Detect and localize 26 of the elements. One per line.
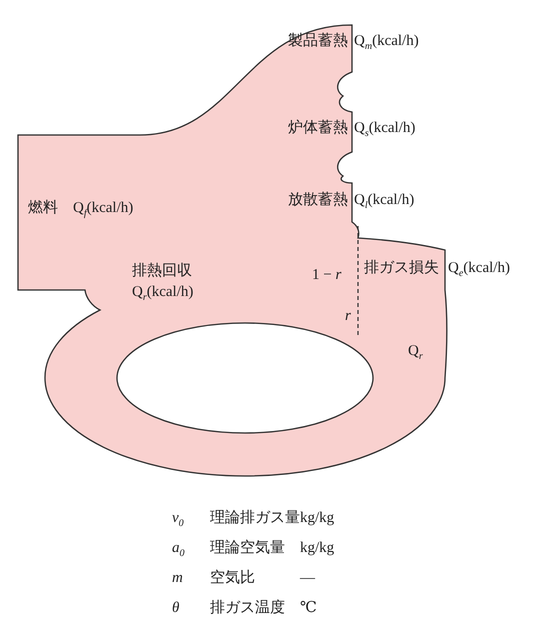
term-label: 排ガス温度: [210, 600, 285, 616]
quantity-label: Q$_{l}$(kcal/h): [354, 192, 414, 211]
quantity-label: Q$_{s}$(kcal/h): [354, 120, 416, 139]
quantity-label: Q$_{m}$(kcal/h): [354, 33, 419, 52]
flow-label: 燃料 Q$_{f}$(kcal/h): [28, 200, 134, 219]
quantity-label: Q$_{r}$(kcal/h): [132, 284, 194, 303]
flow-label: 製品蓄熱: [288, 33, 348, 50]
unit-label: kg/kg: [300, 540, 334, 556]
symbol-label: a$_{0}$: [172, 540, 184, 559]
symbol-label: v$_{0}$: [172, 510, 184, 529]
unit-label: ℃: [300, 600, 317, 616]
flow-label: 放散蓄熱: [288, 192, 348, 208]
ratio-label: 1 − r: [312, 267, 342, 284]
term-label: 空気比: [210, 570, 255, 586]
symbol-label: m: [172, 570, 183, 586]
symbol-label: θ: [172, 600, 180, 616]
unit-label: —: [300, 570, 315, 586]
flow-label: 炉体蓄熱: [288, 120, 348, 136]
term-label: 理論排ガス量: [210, 510, 300, 526]
term-label: 理論空気量: [210, 540, 285, 556]
unit-label: kg/kg: [300, 510, 334, 526]
flow-label: 排熱回収: [132, 263, 192, 280]
quantity-label: Q$_{r}$: [408, 343, 423, 362]
ratio-label: r: [345, 308, 351, 324]
flow-label: 排ガス損失: [364, 260, 439, 276]
quantity-label: Q$_{e}$(kcal/h): [448, 260, 510, 279]
